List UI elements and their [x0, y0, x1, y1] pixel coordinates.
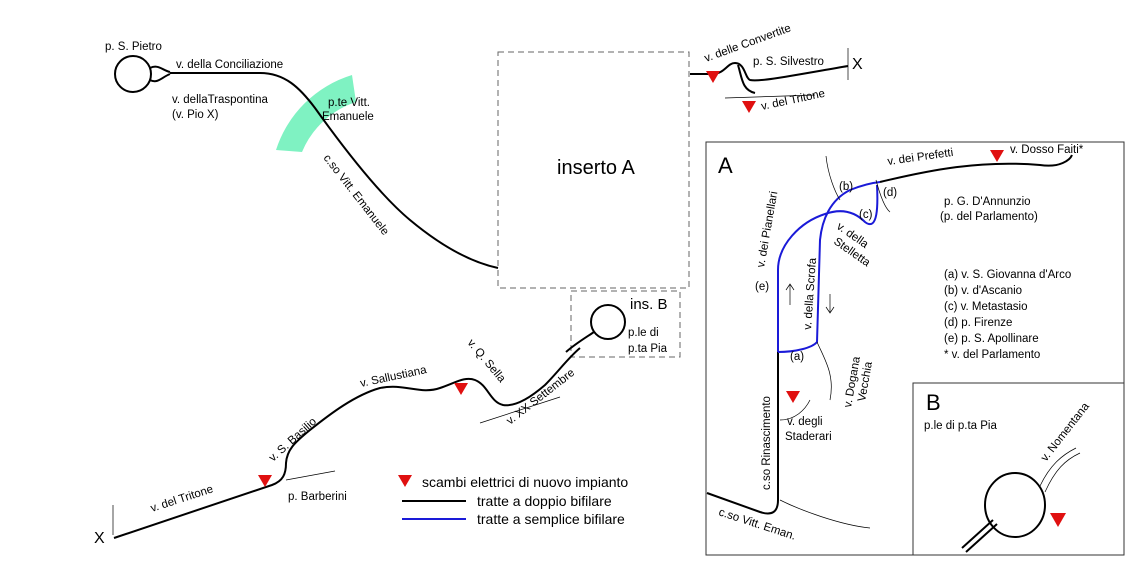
legend-single-label: tratte a semplice bifilare	[477, 511, 625, 527]
label-pianellari: v. dei Pianellari	[755, 190, 780, 268]
label-conciliazione: v. della Conciliazione	[176, 59, 283, 71]
label-ins-b-pl-1: p.le di	[628, 327, 659, 339]
label-p-annunzio-2: (p. del Parlamento)	[940, 211, 1038, 223]
panel-a-thin-2	[816, 341, 832, 401]
line-pianellari	[777, 184, 879, 352]
label-ins-b-pl-2: p.ta Pia	[628, 343, 668, 355]
panel-a-thin-1	[825, 155, 841, 201]
legend-switch-icon	[398, 475, 412, 487]
ins-b-loop	[590, 304, 626, 340]
label-mark-d: (d)	[883, 187, 897, 199]
line-conciliazione-cso-vitt	[170, 72, 499, 269]
label-staderari-2: Staderari	[785, 431, 832, 443]
ponte-highlight	[276, 75, 356, 152]
legend-switch-label: scambi elettrici di nuovo impianto	[422, 474, 628, 490]
s-pietro-loop	[114, 55, 152, 93]
panel-a-thin-4	[779, 399, 811, 421]
label-inserto-a: inserto A	[557, 157, 635, 179]
label-mark-b: (b)	[839, 181, 853, 193]
label-dosso: v. Dosso Faiti*	[1010, 144, 1084, 156]
label-mark-c: (c)	[859, 209, 873, 221]
line-scrofa	[777, 181, 881, 353]
switch-marker-convertite	[706, 71, 720, 83]
label-staderari-1: v. degli	[787, 416, 823, 428]
legend-double-label: tratte a doppio bifilare	[477, 493, 612, 509]
label-xx-settembre: v. XX Settembre	[504, 367, 577, 427]
panel-b-nomentana-2	[1039, 447, 1077, 487]
note-c: (c) v. Metastasio	[944, 301, 1028, 313]
label-panel-b-title: p.le di p.ta Pia	[924, 420, 997, 432]
panel-a-letter: A	[718, 153, 733, 178]
label-p-s-pietro: p. S. Pietro	[105, 41, 162, 53]
panel-b-connector-1	[961, 519, 994, 549]
ins-b-box	[570, 290, 681, 358]
label-tritone-top: v. del Tritone	[760, 88, 826, 113]
xx-settembre-spur	[479, 396, 561, 424]
arrow-down	[825, 294, 835, 314]
s-pietro-connector	[149, 65, 171, 73]
line-convertite-silvestro	[690, 61, 849, 82]
switch-marker-tritone	[258, 475, 272, 487]
label-cso-vitt: c.so Vitt. Emanuele	[321, 152, 391, 237]
panel-b-connector-2	[965, 523, 998, 553]
panel-b-nomentana-1	[1044, 452, 1081, 493]
label-x-right: X	[852, 56, 863, 73]
label-traspontina-2: (v. Pio X)	[172, 109, 219, 121]
switch-marker-rinascimento	[786, 391, 800, 403]
label-p-annunzio-1: p. G. D'Annunzio	[944, 196, 1031, 208]
label-scrofa: v. della Scrofa	[802, 257, 819, 330]
note-a: (a) v. S. Giovanna d'Arco	[944, 269, 1071, 281]
tritone-top-spur	[724, 94, 816, 99]
label-ins-b: ins. B	[630, 296, 668, 313]
note-e: (e) p. S. Apollinare	[944, 333, 1039, 345]
label-p-barberini: p. Barberini	[288, 491, 347, 503]
label-x-left: X	[94, 530, 105, 547]
barberini-spur	[285, 470, 336, 481]
panel-a-thin-5	[875, 179, 891, 213]
line-tritone-xx-settembre	[113, 347, 581, 539]
panel-b-letter: B	[926, 390, 941, 415]
switch-marker-dosso	[990, 150, 1004, 162]
note-b: (b) v. d'Ascanio	[944, 285, 1022, 297]
line-prefetti	[879, 154, 1073, 183]
note-d: (d) p. Firenze	[944, 317, 1012, 329]
label-traspontina-1: v. dellaTraspontina	[172, 94, 268, 106]
s-pietro-connector-2	[149, 73, 171, 83]
arrow-up	[785, 283, 795, 305]
panel-b-loop	[984, 472, 1046, 538]
label-prefetti: v. dei Prefetti	[887, 147, 954, 168]
inserto-a-box	[497, 51, 690, 289]
label-rinascimento: c.so Rinascimento	[761, 396, 773, 490]
panel-a-thin-3	[779, 499, 871, 529]
line-cso-rinascimento	[706, 352, 779, 515]
panel-b-box	[912, 382, 1125, 556]
ins-b-connector	[565, 331, 595, 353]
switch-marker-sallustiana	[454, 383, 468, 395]
switch-marker-nomentana	[1050, 513, 1066, 527]
line-silvestro-branch	[737, 64, 756, 94]
label-tritone-main: v. del Tritone	[149, 483, 215, 514]
label-ponte-1: p.te Vitt.	[328, 97, 370, 109]
note-star: * v. del Parlamento	[944, 349, 1040, 361]
label-p-s-silvestro: p. S. Silvestro	[753, 56, 824, 68]
switch-marker-tritone-top	[742, 101, 756, 113]
label-s-basilio: v. S. Basilio	[267, 416, 319, 465]
label-mark-a: (a)	[790, 351, 804, 363]
label-ponte-2: Emanuele	[322, 111, 374, 123]
label-mark-e: (e)	[755, 281, 769, 293]
